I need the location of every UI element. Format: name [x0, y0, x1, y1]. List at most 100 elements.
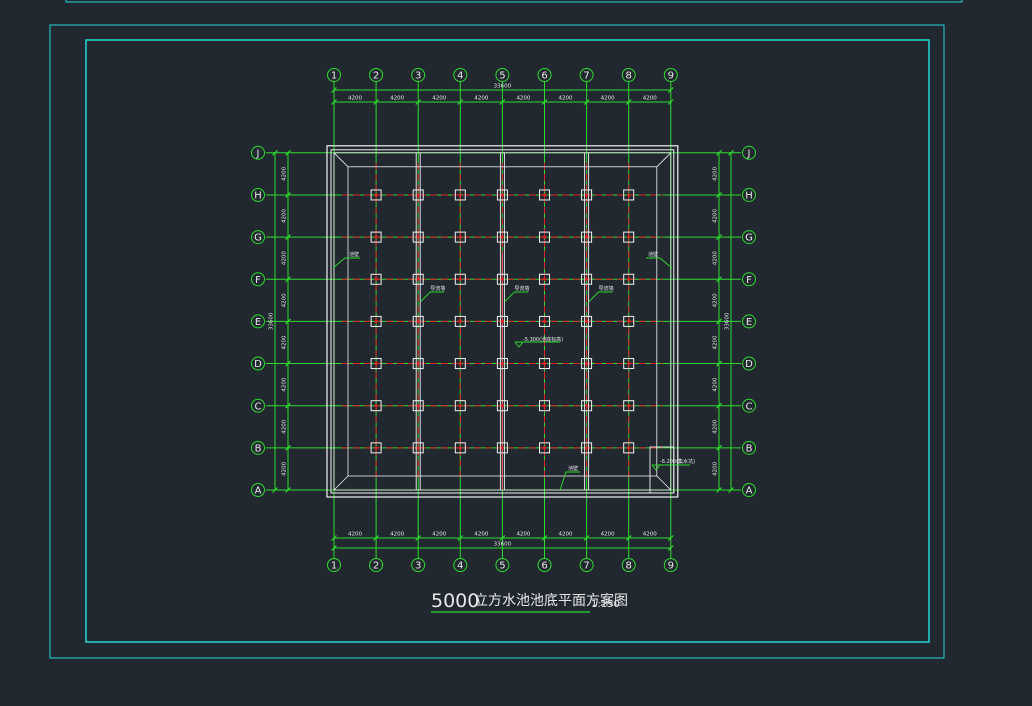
- axis-bubble-left-J-circle: [251, 145, 265, 160]
- column-marker-center: [542, 277, 547, 281]
- column-marker-center: [585, 319, 589, 323]
- column-marker: [623, 273, 635, 285]
- corner-slope-line-2: [656, 152, 672, 168]
- note-sump-elevation: -6.200(集水坑): [660, 458, 695, 465]
- left-dim-tick-2: [285, 444, 291, 451]
- column-marker: [581, 358, 593, 370]
- column-marker-center: [374, 446, 378, 450]
- left-dim-tick-1: [285, 487, 291, 493]
- right-dim-tick-7: [716, 234, 722, 241]
- column-marker: [539, 189, 550, 201]
- column-marker-center: [585, 446, 589, 450]
- axis-bubble-left-D-label: D: [254, 359, 262, 370]
- axis-bubble-left-H-circle: [251, 187, 265, 202]
- axis-bubble-left-G-label: G: [254, 233, 262, 244]
- right-dim-tick-8: [716, 192, 722, 198]
- drawing-title: 5000 立方水池池底平面方案图 1:150: [431, 590, 628, 613]
- column-marker: [539, 400, 550, 412]
- axis-bubble-top-2-circle: [369, 68, 384, 82]
- column-marker: [581, 189, 593, 201]
- left-total-tick-start: [272, 149, 278, 156]
- top-dim-total: 33600: [494, 84, 512, 90]
- left-dim-value-6: 4200: [282, 251, 288, 265]
- column-marker: [623, 315, 635, 327]
- column-marker: [370, 273, 382, 285]
- top-dim-tick-4: [457, 99, 464, 105]
- column-marker-center: [374, 277, 378, 281]
- right-dim-value-7: 4200: [713, 209, 719, 223]
- top-dim-tick-6: [541, 99, 548, 105]
- left-dim-total: 33600: [269, 312, 275, 330]
- bottom-dim-tick-5: [499, 535, 506, 541]
- column-marker-center: [585, 277, 589, 281]
- column-marker: [539, 442, 550, 454]
- title-text: 立方水池池底平面方案图: [474, 592, 628, 609]
- axis-bubble-right-A-label: A: [746, 486, 753, 497]
- right-dim-tick-4: [716, 360, 722, 367]
- column-marker-center: [458, 446, 462, 450]
- column-marker-center: [542, 319, 547, 323]
- top-total-tick-start: [331, 87, 337, 93]
- axis-bubble-right-J-label: J: [747, 148, 751, 159]
- column-marker-center: [585, 193, 589, 197]
- left-dim-tick-5: [285, 318, 291, 325]
- right-dim-value-8: 4200: [713, 166, 719, 180]
- axis-bubble-bottom-2-circle: [369, 558, 384, 572]
- column-marker: [454, 315, 466, 327]
- axis-bubble-bottom-1-circle: [327, 558, 341, 572]
- leader-beam_3: [419, 291, 445, 303]
- column-marker-center: [585, 235, 589, 239]
- bottom-total-tick-start: [331, 545, 337, 551]
- axis-bubble-right-E-label: E: [746, 317, 752, 328]
- axis-bubble-right-B-circle: [742, 440, 756, 455]
- column-marker-center: [500, 446, 504, 450]
- leader-beam_7: [588, 291, 613, 303]
- note-beam_3: 导流墙: [430, 285, 445, 292]
- axis-bubble-bottom-2-label: 2: [373, 561, 379, 572]
- left-dim-value-4: 4200: [282, 335, 288, 349]
- column-marker: [581, 442, 593, 454]
- column-marker-center: [458, 193, 462, 197]
- bottom-dim-value-1: 4200: [348, 532, 362, 538]
- column-marker-center: [627, 319, 631, 323]
- axis-bubble-left-A-label: A: [255, 486, 262, 497]
- axis-bubble-bottom-5-label: 5: [499, 561, 505, 572]
- left-dim-tick-4: [285, 360, 291, 367]
- column-marker: [412, 442, 424, 454]
- column-marker: [412, 400, 424, 412]
- right-dim-value-2: 4200: [713, 419, 719, 433]
- top-dim-value-5: 4200: [516, 96, 530, 102]
- axis-bubble-left-D-circle: [251, 356, 265, 371]
- column-marker-center: [585, 361, 589, 366]
- axis-bubble-bottom-7-label: 7: [583, 561, 589, 572]
- axis-bubble-top-8-label: 8: [626, 71, 632, 82]
- column-marker: [496, 231, 508, 243]
- bottom-dim-value-5: 4200: [516, 532, 530, 538]
- column-marker: [496, 358, 508, 370]
- column-marker-center: [416, 277, 420, 281]
- top-dim-tick-3: [415, 99, 422, 105]
- axis-bubble-right-J-circle: [742, 145, 756, 160]
- right-dim-tick-2: [716, 444, 722, 451]
- bottom-dim-tick-3: [415, 535, 422, 541]
- axis-bubble-top-8-circle: [621, 68, 636, 82]
- axis-bubble-left-C-label: C: [255, 401, 262, 412]
- column-marker: [581, 400, 593, 412]
- right-dim-tick-1: [716, 487, 722, 493]
- column-marker: [454, 442, 466, 454]
- bottom-dim-tick-2: [373, 535, 380, 541]
- leader-wall-bottom: [559, 471, 580, 491]
- column-marker: [370, 400, 382, 412]
- axis-bubble-left-E-label: E: [255, 317, 261, 328]
- axis-bubble-bottom-3-circle: [411, 558, 426, 572]
- column-marker-center: [500, 277, 504, 281]
- column-marker-center: [416, 404, 420, 408]
- column-marker-center: [416, 235, 420, 239]
- column-marker-center: [458, 319, 462, 323]
- axis-bubble-right-C-label: C: [746, 401, 753, 412]
- bottom-dim-tick-1: [331, 535, 337, 541]
- axis-bubble-bottom-9-circle: [663, 558, 678, 572]
- column-marker: [623, 442, 635, 454]
- right-dim-value-4: 4200: [713, 335, 719, 349]
